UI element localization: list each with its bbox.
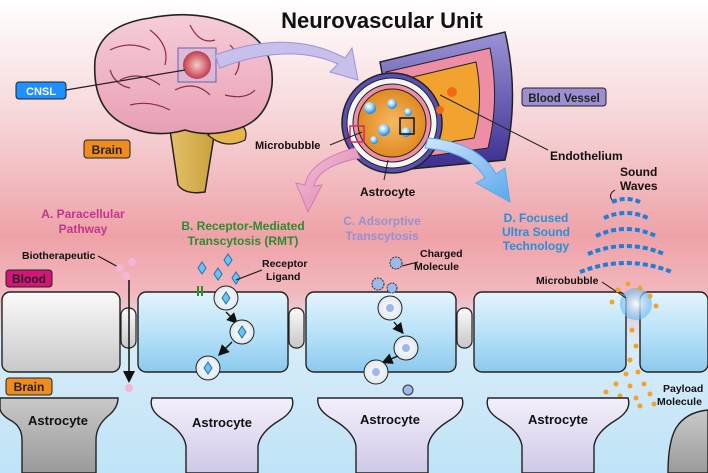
tight-junction	[288, 307, 305, 349]
endothelial-cell-1	[1, 291, 121, 373]
fus-microbubble	[620, 288, 652, 320]
pathway-b-title-line2: Transcytosis (RMT)	[188, 234, 299, 248]
receptor-ligand-label-line2: Ligand	[266, 271, 300, 283]
astrocyte-endfoot-2	[150, 397, 294, 473]
charged-molecule-label-line1: Charged	[420, 248, 463, 260]
tight-junction	[456, 307, 473, 349]
blue-arrow	[424, 137, 511, 203]
microbubble-top-label: Microbubble	[255, 140, 320, 152]
astrocyte-label: Astrocyte	[528, 412, 588, 427]
astrocyte-label: Astrocyte	[360, 412, 420, 427]
endothelial-cell-4	[473, 291, 627, 373]
microbubble-lower-label: Microbubble	[536, 275, 599, 287]
sound-waves-label-line1: Sound	[620, 165, 657, 179]
payload-label-line1: Payload	[663, 383, 703, 395]
astrocyte-endfoot-4	[486, 397, 630, 473]
pathway-a-title-line1: A. Paracellular	[41, 207, 125, 221]
page-title: Neurovascular Unit	[281, 8, 483, 33]
brain-illustration	[93, 13, 273, 194]
zoom-arrow	[214, 41, 359, 81]
astrocyte-top-label: Astrocyte	[360, 185, 416, 199]
astrocyte-label: Astrocyte	[192, 415, 252, 430]
pathway-c-title-line2: Transcytosis	[345, 229, 419, 243]
brain-region-label: Brain	[92, 143, 123, 157]
astrocyte-endfoot-5	[667, 409, 708, 473]
pink-arrow	[295, 147, 361, 214]
rmt-pathway	[195, 253, 255, 381]
biotherapeutic-label: Biotherapeutic	[22, 250, 96, 262]
endothelium-label: Endothelium	[550, 149, 623, 163]
charged-molecule-label-line2: Molecule	[414, 261, 459, 273]
blood-vessel-illustration	[341, 31, 514, 174]
adsorptive-pathway	[363, 256, 419, 396]
sound-waves-label-line2: Waves	[620, 179, 658, 193]
blood-label: Blood	[12, 272, 46, 286]
pathway-d-title-line1: D. Focused	[504, 211, 569, 225]
pathway-a-title-line2: Pathway	[59, 222, 108, 236]
astrocyte-endfoot-3	[317, 397, 464, 473]
pathway-d-title-line2: Ultra Sound	[502, 225, 570, 239]
blood-vessel-label: Blood Vessel	[528, 93, 600, 105]
astrocyte-endfoot-1	[0, 397, 119, 473]
endothelial-cell-5	[639, 291, 708, 373]
cnsl-label: CNSL	[26, 86, 56, 98]
pathway-c-title-line1: C. Adsorptive	[343, 214, 421, 228]
pathway-d-title-line3: Technology	[503, 239, 570, 253]
receptor-ligand-label-line1: Receptor	[262, 258, 308, 270]
cnsl-lesion	[183, 51, 211, 79]
pathway-b-title-line1: B. Receptor-Mediated	[181, 219, 304, 233]
sound-waves	[579, 197, 673, 274]
brain-lower-label: Brain	[14, 380, 45, 394]
astrocyte-label: Astrocyte	[28, 413, 88, 428]
payload-label-line2: Molecule	[657, 396, 702, 408]
